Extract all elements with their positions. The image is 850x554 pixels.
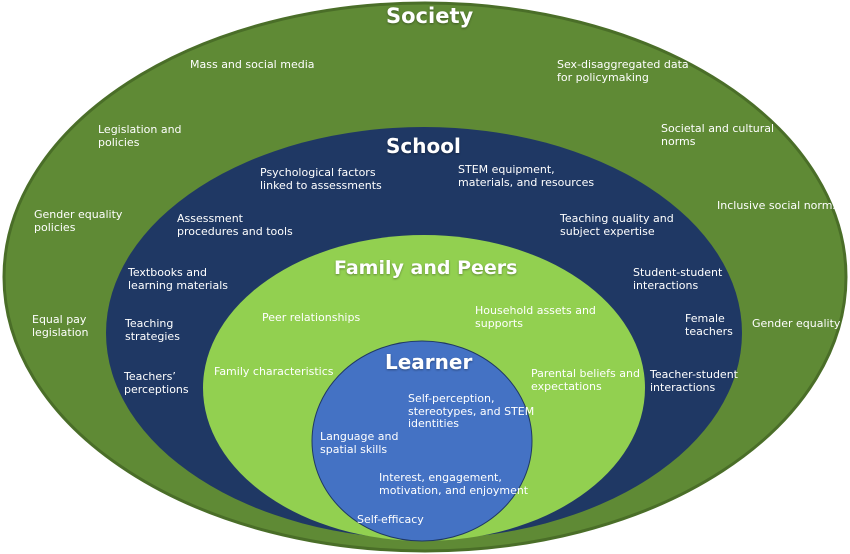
- learner-item-interest: Interest, engagement, motivation, and en…: [379, 471, 529, 497]
- school-item-teacher-perceptions: Teachers’ perceptions: [124, 370, 189, 396]
- school-item-assessment: Assessment procedures and tools: [177, 212, 293, 238]
- family-item-parental-beliefs: Parental beliefs and expectations: [531, 367, 640, 393]
- learner-item-self-efficacy: Self-efficacy: [357, 513, 424, 526]
- family-item-peer-relationships: Peer relationships: [262, 311, 361, 324]
- family-item-family-characteristics: Family characteristics: [214, 365, 334, 378]
- school-item-stem-equipment: STEM equipment, materials, and resources: [458, 163, 595, 189]
- society-item-sex-disaggregated-data: Sex-disaggregated data for policymaking: [557, 58, 689, 84]
- school-item-psychological-factors: Psychological factors linked to assessme…: [260, 166, 382, 192]
- society-item-equal-pay: Equal pay legislation: [32, 313, 89, 339]
- school-item-student-interactions: Student-student interactions: [633, 266, 723, 292]
- family-title: Family and Peers: [334, 257, 518, 279]
- society-item-gender-equality: Gender equality: [752, 317, 841, 330]
- society-item-cultural-norms: Societal and cultural norms: [661, 122, 775, 148]
- school-title: School: [386, 134, 461, 158]
- society-item-legislation: Legislation and policies: [98, 123, 182, 149]
- society-item-inclusive-norms: Inclusive social norms: [717, 199, 839, 212]
- learner-item-language-skills: Language and spatial skills: [320, 430, 399, 456]
- society-item-gender-policies: Gender equality policies: [34, 208, 123, 234]
- family-item-household-assets: Household assets and supports: [475, 304, 596, 330]
- society-title: Society: [386, 4, 474, 28]
- school-item-textbooks: Textbooks and learning materials: [128, 266, 229, 292]
- school-item-teacher-student: Teacher-student interactions: [650, 368, 738, 394]
- learner-item-self-perception: Self-perception, stereotypes, and STEM i…: [408, 392, 535, 430]
- learner-title: Learner: [385, 350, 473, 374]
- learner-ring: [311, 340, 533, 542]
- school-item-teaching-strategies: Teaching strategies: [125, 317, 180, 343]
- school-item-teaching-quality: Teaching quality and subject expertise: [560, 212, 674, 238]
- society-item-mass-media: Mass and social media: [190, 58, 315, 71]
- school-item-female-teachers: Female teachers: [685, 312, 733, 338]
